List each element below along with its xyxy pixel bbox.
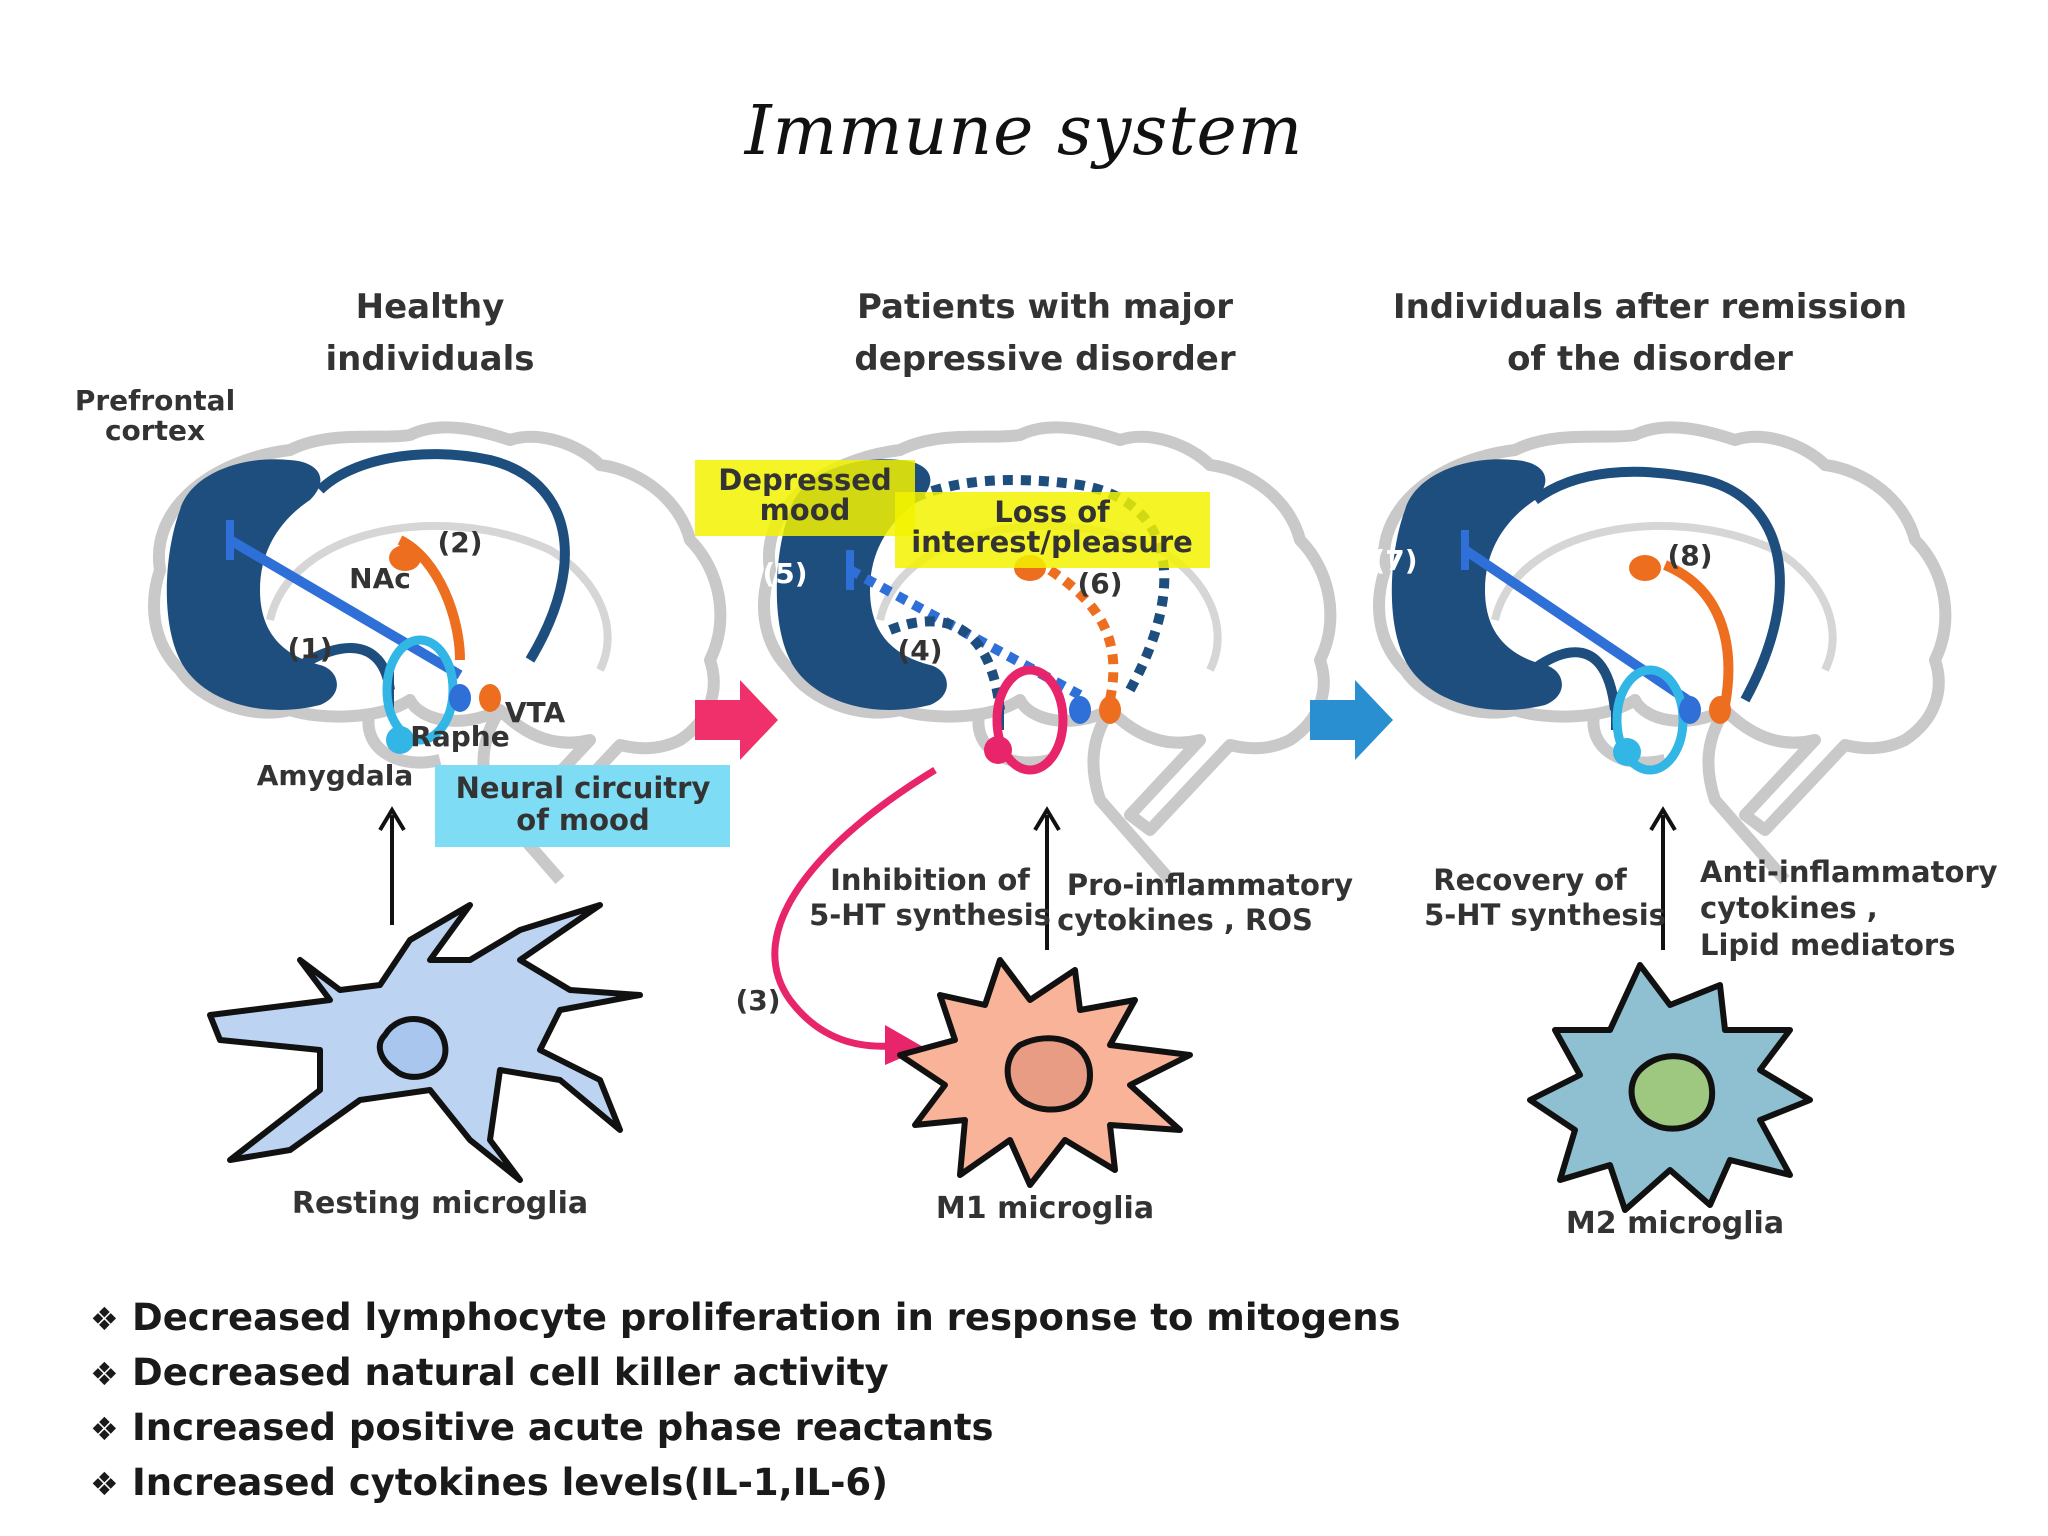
finding-item: ❖Increased cytokines levels(IL-1,IL-6) [90, 1455, 1401, 1510]
loss-of-interest-line1: Loss of [994, 495, 1110, 529]
up-arrow-healthy [378, 806, 406, 925]
resting-microglia-cell [207, 902, 643, 1183]
mdd-brain [764, 427, 1330, 880]
label-n2: (2) [437, 526, 482, 559]
resting-microglia-label: Resting microglia [292, 1186, 588, 1221]
up-arrow-remission [1649, 806, 1677, 950]
neural-circuitry-line2: of mood [516, 803, 649, 837]
loss-of-interest-box [895, 492, 1210, 568]
findings-list: ❖Decreased lymphocyte proliferation in r… [90, 1290, 1401, 1510]
loss-of-interest-line2: interest/pleasure [911, 525, 1193, 559]
proinflammatory-line1: Pro-inflammatory [1067, 868, 1353, 902]
mdd-column: Patients with major depressive disorder … [695, 287, 1353, 1226]
label-amygdala: Amygdala [257, 759, 414, 792]
m2-microglia-cell [1527, 962, 1813, 1213]
label-n8: (8) [1667, 539, 1712, 572]
mdd-heading-line2: depressive disorder [854, 339, 1236, 379]
m1-microglia-label: M1 microglia [936, 1191, 1154, 1226]
up-arrow-mdd [1033, 806, 1061, 950]
label-n7: (7) [1372, 544, 1417, 577]
healthy-heading-line2: individuals [325, 339, 534, 379]
prefrontal-label-line2: cortex [105, 414, 205, 447]
healthy-heading-line1: Healthy [356, 287, 505, 327]
label-n3: (3) [735, 984, 780, 1017]
antiinflammatory-line3: Lipid mediators [1700, 928, 1955, 962]
remission-brain [1379, 427, 1945, 880]
neural-circuitry-line1: Neural circuitry [456, 771, 711, 805]
m1-microglia-cell [897, 957, 1193, 1188]
label-vta: VTA [505, 696, 566, 729]
depressed-mood-line2: mood [760, 493, 851, 527]
healthy-brain [154, 427, 720, 880]
remission-heading-line2: of the disorder [1507, 339, 1793, 379]
mdd-heading-line1: Patients with major [857, 287, 1233, 327]
m2-microglia-label: M2 microglia [1566, 1206, 1784, 1241]
finding-item: ❖Decreased lymphocyte proliferation in r… [90, 1290, 1401, 1345]
bullet-marker-icon: ❖ [90, 1300, 119, 1338]
inhibition-line1: Inhibition of [830, 863, 1030, 897]
bullet-marker-icon: ❖ [90, 1410, 119, 1448]
blue-transition-arrow [1310, 680, 1393, 760]
healthy-column: Healthy individuals Prefrontal cortex (2… [75, 287, 730, 1221]
prefrontal-label-line1: Prefrontal [75, 384, 235, 417]
depressed-mood-box [695, 460, 915, 536]
pink-transition-arrow [695, 680, 778, 760]
finding-item: ❖Increased positive acute phase reactant… [90, 1400, 1401, 1455]
antiinflammatory-line1: Anti-inflammatory [1700, 855, 1998, 889]
inhibition-line2: 5-HT synthesis [809, 898, 1051, 932]
label-n4: (4) [897, 634, 942, 667]
pink-curve-arrowhead [885, 1025, 925, 1065]
label-nac: NAc [349, 562, 411, 595]
pink-curve-arrow [771, 767, 937, 1050]
remission-heading-line1: Individuals after remission [1393, 287, 1907, 327]
finding-item: ❖Decreased natural cell killer activity [90, 1345, 1401, 1400]
proinflammatory-line2: cytokines , ROS [1057, 903, 1313, 937]
page-title: Immune system [744, 92, 1304, 171]
label-n1: (1) [287, 632, 332, 665]
depressed-mood-line1: Depressed [718, 463, 891, 497]
bullet-marker-icon: ❖ [90, 1465, 119, 1503]
recovery-line1: Recovery of [1433, 863, 1627, 897]
label-raphe: Raphe [410, 720, 509, 753]
bullet-marker-icon: ❖ [90, 1355, 119, 1393]
label-n5: (5) [762, 557, 807, 590]
label-n6: (6) [1077, 567, 1122, 600]
recovery-line2: 5-HT synthesis [1424, 898, 1666, 932]
neural-circuitry-box [435, 765, 730, 847]
antiinflammatory-line2: cytokines , [1700, 891, 1878, 925]
remission-column: Individuals after remission of the disor… [1372, 287, 1997, 1241]
